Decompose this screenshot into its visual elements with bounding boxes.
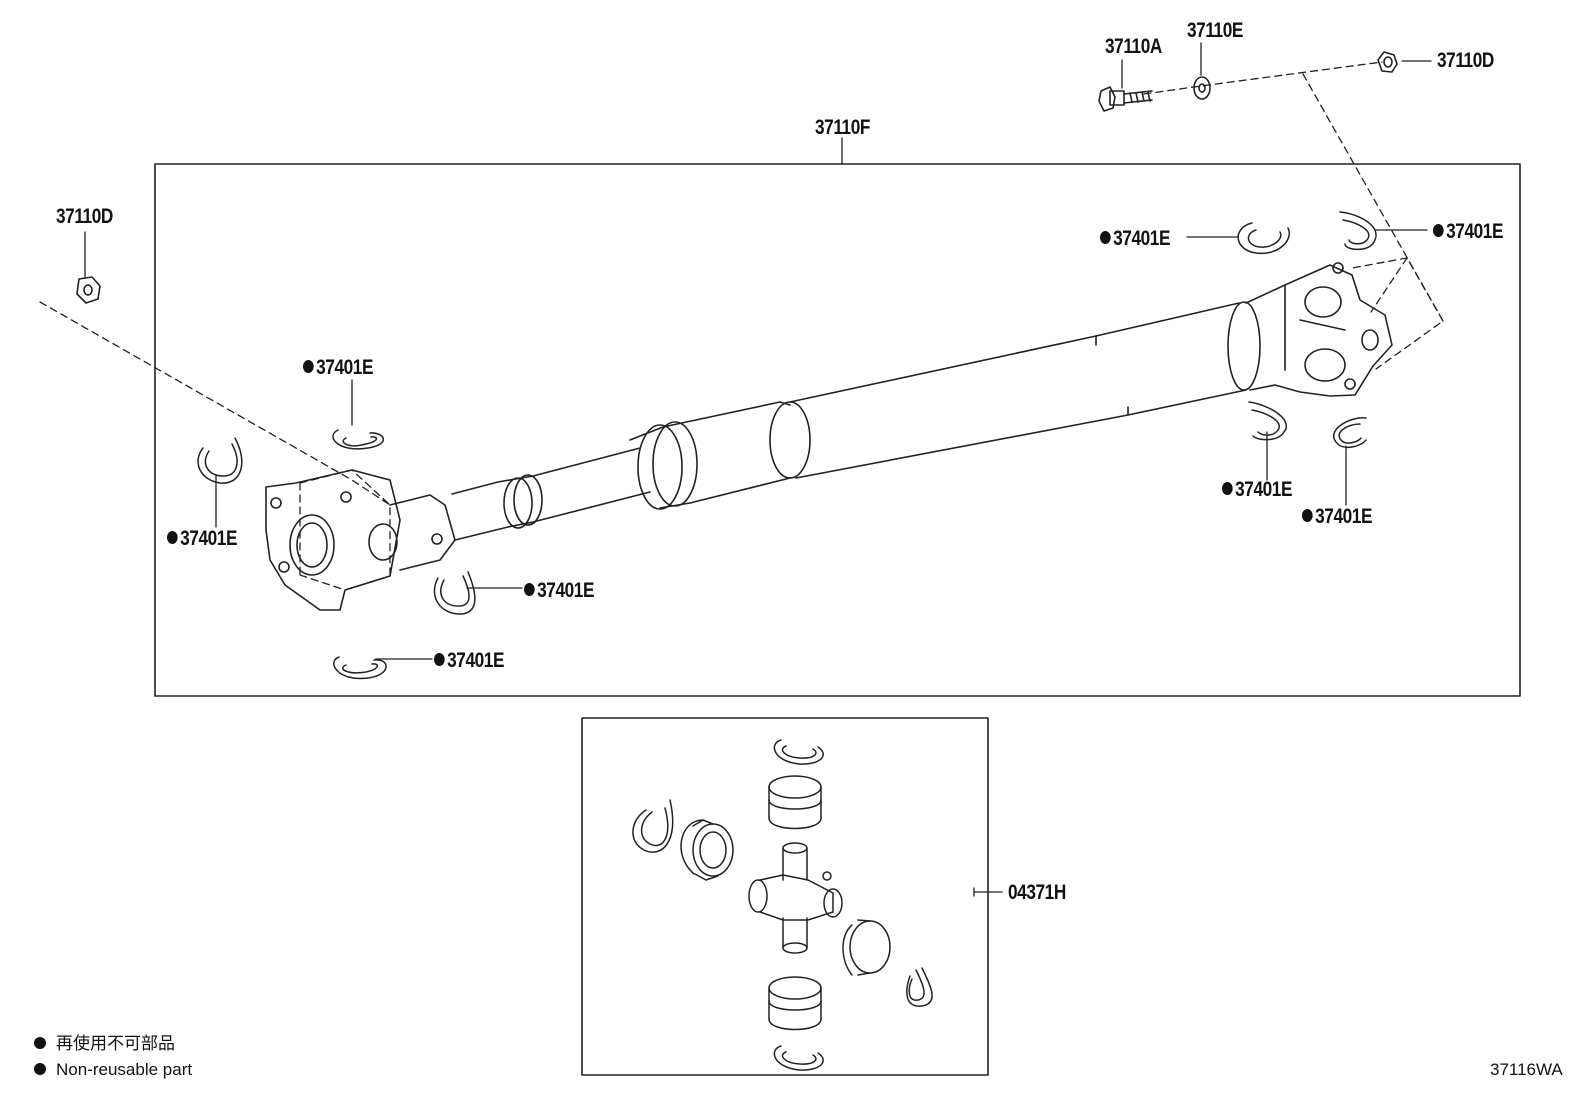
non-reusable-bullet-icon [1222,482,1233,495]
propeller-shaft-body [265,262,1393,611]
snap-ring-callout: 37401E [1302,506,1372,528]
legend-english: Non-reusable part [34,1060,192,1080]
leader-lines [84,42,1432,897]
non-reusable-bullet-icon [34,1063,46,1075]
legend-japanese: 再使用不可部品 [34,1034,175,1054]
shaft-assembly-frame [154,163,1521,697]
spider-kit-frame [581,717,989,1076]
illustration-code: 37116WA [1490,1060,1563,1079]
spider-kit-parts [632,739,933,1071]
non-reusable-bullet-icon [1433,224,1444,237]
label-shaft-assembly: 37110F [815,116,871,139]
label-nut-right: 37110D [1437,49,1494,72]
washer-icon [1193,76,1211,100]
non-reusable-bullet-icon [1100,231,1111,244]
non-reusable-bullet-icon [34,1037,46,1049]
snap-ring-callout: 37401E [434,650,504,672]
non-reusable-bullet-icon [303,360,314,373]
label-nut-left: 37110D [56,205,113,228]
non-reusable-bullet-icon [524,583,535,596]
snap-ring-callout: 37401E [303,357,373,379]
snap-ring-callout: 37401E [524,580,594,602]
nut-right-icon [1377,51,1398,73]
bolt-icon [1098,86,1153,112]
snap-ring-icons [197,211,1377,680]
non-reusable-bullet-icon [1302,509,1313,522]
label-spider-kit: 04371H [1008,881,1066,904]
snap-ring-callout: 37401E [1433,221,1503,243]
snap-ring-callout: 37401E [167,528,237,550]
label-washer: 37110E [1187,19,1243,42]
snap-ring-callout: 37401E [1100,228,1170,250]
label-bolt: 37110A [1105,35,1162,58]
non-reusable-bullet-icon [167,531,178,544]
snap-ring-callout: 37401E [1222,479,1292,501]
non-reusable-bullet-icon [434,653,445,666]
dashed-association-lines [39,61,1444,591]
nut-left-icon [76,276,101,304]
